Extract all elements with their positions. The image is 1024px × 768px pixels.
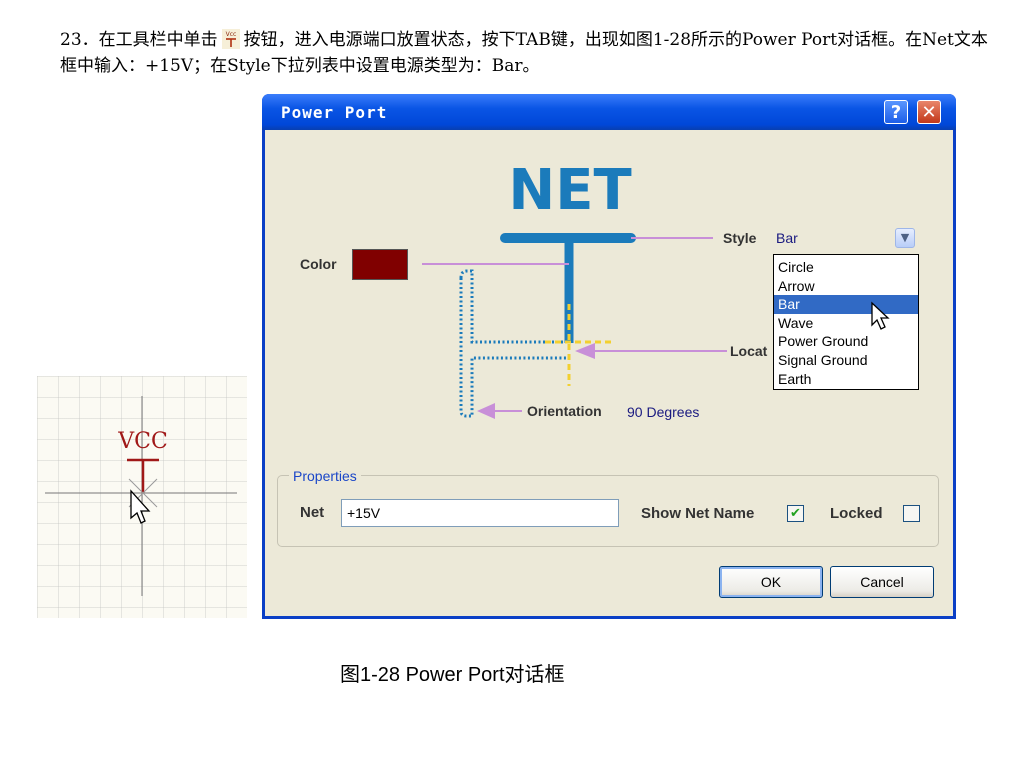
locked-label: Locked <box>830 505 883 522</box>
vcc-tool-icon: Vcc <box>221 29 240 49</box>
rotated-preview-outline-upper <box>459 269 569 344</box>
location-label: Locat <box>730 343 768 359</box>
schematic-preview: VCC <box>37 376 247 618</box>
style-option-circle[interactable]: Circle <box>778 259 814 275</box>
dialog-titlebar[interactable]: Power Port ? ✕ <box>262 94 956 130</box>
show-net-name-checkbox[interactable]: ✔ <box>787 505 804 522</box>
schematic-drawing: VCC <box>45 396 237 596</box>
style-option-power-ground[interactable]: Power Ground <box>778 333 869 350</box>
style-combobox[interactable]: Bar <box>772 228 919 250</box>
net-input[interactable] <box>341 499 619 527</box>
cancel-button[interactable]: Cancel <box>830 566 934 598</box>
style-option-signal-ground[interactable]: Signal Ground <box>778 351 868 368</box>
style-dropdown-list: Circle Arrow Bar Wave Power Ground Signa… <box>773 254 919 390</box>
instruction-part-1: 23．在工具栏中单击 <box>60 30 218 50</box>
power-port-dialog: Power Port ? ✕ NET Style Color Locat <box>262 94 956 619</box>
color-label: Color <box>300 256 337 272</box>
show-net-name-label: Show Net Name <box>641 505 755 522</box>
svg-text:Vcc: Vcc <box>225 31 236 38</box>
dialog-title: Power Port <box>281 103 388 122</box>
style-label: Style <box>723 230 757 246</box>
mouse-pointer-icon <box>871 301 890 330</box>
orientation-arrow-icon <box>477 403 495 419</box>
properties-legend: Properties <box>289 468 361 484</box>
color-swatch[interactable] <box>352 249 408 280</box>
locked-checkbox[interactable] <box>903 505 920 522</box>
vcc-symbol-label: VCC <box>117 429 168 454</box>
figure-caption: 图1-28 Power Port对话框 <box>340 664 565 686</box>
properties-group <box>277 475 939 547</box>
location-arrow-icon <box>575 343 595 359</box>
style-option-earth[interactable]: Earth <box>778 370 812 387</box>
style-option-bar[interactable]: Bar <box>774 295 918 314</box>
mouse-pointer-icon <box>130 489 151 524</box>
rotated-preview-outline <box>459 278 569 418</box>
close-button[interactable]: ✕ <box>917 100 941 124</box>
style-option-wave[interactable]: Wave <box>778 314 814 331</box>
ok-button[interactable]: OK <box>719 566 823 598</box>
style-selected-value: Bar <box>776 230 798 246</box>
dialog-client-area: NET Style Color Locat Orientation 90 Deg… <box>265 130 953 616</box>
orientation-label: Orientation <box>527 403 602 419</box>
orientation-value[interactable]: 90 Degrees <box>627 404 699 420</box>
net-label-preview: NET <box>508 158 631 223</box>
instruction-part-2: 按钮，进入电源端口放置状态，按下TAB键，出现如图1-28所示的Power Po… <box>60 30 988 76</box>
style-option-arrow[interactable]: Arrow <box>778 277 815 294</box>
help-button[interactable]: ? <box>884 100 908 124</box>
net-field-label: Net <box>300 504 325 521</box>
chevron-down-icon[interactable]: ▼ <box>895 228 915 248</box>
power-port-diagram: NET Style Color Locat Orientation 90 Deg… <box>300 158 768 420</box>
